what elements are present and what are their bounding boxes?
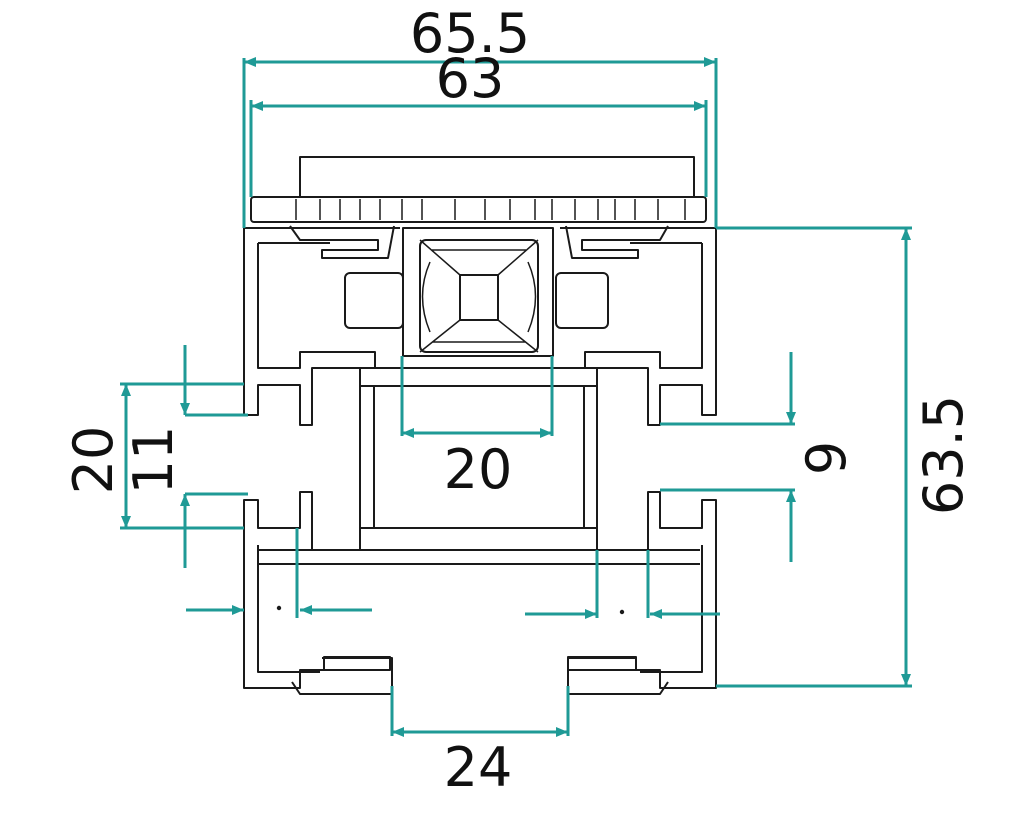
label-bottom-opening: 24 bbox=[444, 736, 513, 799]
dim-65-5-extensions bbox=[242, 58, 718, 228]
dim-24-extensions bbox=[390, 686, 570, 736]
label-channel-width: 20 bbox=[444, 438, 513, 501]
top-cover-plate bbox=[299, 156, 695, 198]
label-height-total: 63.5 bbox=[912, 395, 975, 515]
lower-cavity-lines bbox=[258, 549, 700, 565]
left-side-lug bbox=[344, 272, 404, 329]
left-top-clip bbox=[289, 225, 395, 259]
dimension-labels: 65.5 63 20 24 20 11 9 63.5 bbox=[62, 2, 975, 799]
right-wall-path bbox=[567, 228, 717, 689]
dim-20-left-extensions bbox=[120, 382, 244, 530]
dim-63-5-extensions bbox=[716, 226, 912, 688]
profile-outline bbox=[243, 156, 717, 695]
right-side-lug bbox=[555, 272, 609, 329]
dim-63-extensions bbox=[249, 100, 708, 197]
right-wall-extensions bbox=[595, 550, 650, 618]
label-slot-outer: 20 bbox=[62, 426, 125, 495]
label-width-inner: 63 bbox=[436, 47, 505, 110]
right-reference-dot bbox=[619, 609, 625, 615]
right-inner-contour bbox=[584, 242, 703, 673]
insert-bevel-lines bbox=[419, 239, 539, 353]
insert-side-curves bbox=[421, 261, 537, 333]
left-bottom-clip bbox=[291, 657, 393, 695]
dim-11-extensions bbox=[185, 413, 248, 496]
right-top-clip bbox=[565, 225, 669, 259]
left-reference-dot bbox=[276, 605, 282, 611]
label-width-outer: 65.5 bbox=[410, 2, 530, 65]
label-groove-width: 9 bbox=[795, 441, 858, 475]
dim-20-channel-extensions bbox=[400, 356, 554, 436]
right-bottom-clip bbox=[567, 657, 669, 695]
left-wall-path bbox=[243, 228, 391, 689]
dimension-lines bbox=[120, 57, 912, 737]
label-slot-inner: 11 bbox=[122, 426, 185, 495]
central-insert-body bbox=[419, 239, 539, 353]
insert-core bbox=[459, 274, 499, 321]
channel-top-bar bbox=[359, 367, 598, 387]
dim-9-extensions bbox=[660, 422, 795, 492]
left-inner-contour bbox=[257, 242, 376, 673]
top-strip-ribs bbox=[295, 199, 686, 220]
ribbed-top-strip bbox=[250, 196, 707, 223]
channel-bottom-bar bbox=[359, 527, 598, 551]
central-insert-frame bbox=[402, 227, 554, 357]
